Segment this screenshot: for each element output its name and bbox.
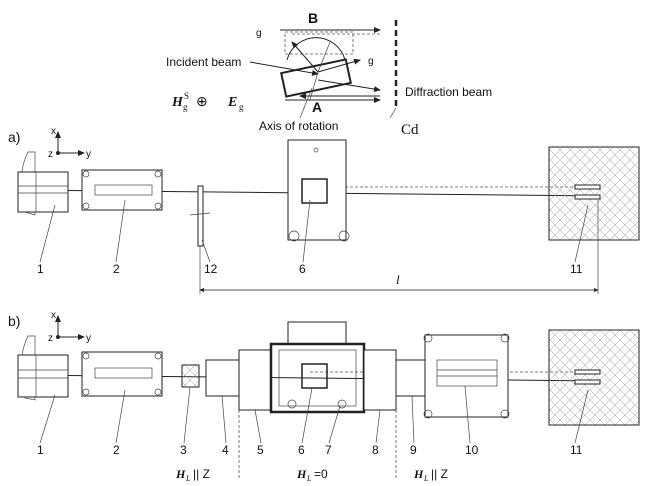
- num-2-a: 2: [113, 262, 120, 276]
- num-12-a: 12: [204, 262, 218, 276]
- inset-diagram: B A g g Incident beam Diffraction beam A…: [166, 10, 492, 138]
- axis-of-rotation-label: Axis of rotation: [259, 119, 338, 133]
- cd-label: Cd: [401, 122, 419, 138]
- num-11-a: 11: [570, 262, 583, 276]
- num-3-b: 3: [180, 443, 187, 457]
- component-5-b: [238, 349, 272, 411]
- axis-y-label-b: y: [86, 333, 91, 344]
- length-label: l: [396, 272, 400, 287]
- component-2-b: [81, 351, 163, 397]
- detector-tube-top-b: [574, 369, 601, 375]
- detector-tube-bottom-a: [574, 194, 601, 200]
- field-mid-sub: L: [306, 474, 312, 483]
- label-g-right: g: [368, 56, 374, 67]
- source-1-b: [17, 354, 69, 398]
- axis-z-label-b: z: [48, 333, 53, 344]
- diffraction-beam-line: [317, 79, 381, 93]
- detector-tube-bottom-b: [574, 379, 601, 385]
- label-a: A: [312, 99, 322, 115]
- h-symbol: H: [171, 95, 184, 110]
- circle-plus-symbol: ⊕: [196, 95, 208, 110]
- axis-z-dot: [56, 151, 60, 155]
- e-subscript: g: [239, 102, 244, 112]
- panel-a-tag: a): [8, 129, 20, 145]
- goniometer-top-b: [287, 321, 347, 345]
- component-3-b: [181, 364, 200, 388]
- num-9-b: 9: [410, 443, 417, 457]
- num-1-a: 1: [37, 262, 44, 276]
- goniometer-6-a: [287, 139, 347, 241]
- label-g-left: g: [256, 28, 262, 39]
- num-10-b: 10: [465, 443, 479, 457]
- component-9-b: [395, 359, 430, 397]
- rotation-axis-line: [309, 71, 319, 101]
- axis-y-label: y: [86, 149, 91, 160]
- component-2-a: [81, 169, 163, 211]
- num-6-b: 6: [298, 443, 305, 457]
- axis-z-label: z: [48, 149, 53, 160]
- crystal-6-b: [301, 363, 328, 389]
- incident-beam-line: [249, 61, 319, 76]
- field-left-sub: L: [185, 474, 191, 483]
- field-right-sub: L: [423, 474, 429, 483]
- field-left-rest: || Z: [193, 467, 210, 481]
- detector-tube-top-a: [574, 184, 601, 190]
- axis-leader: [299, 87, 313, 119]
- panel-b-tag: b): [8, 313, 20, 329]
- h-superscript: S: [184, 91, 189, 101]
- num-6-a: 6: [299, 262, 306, 276]
- field-right-h: H: [413, 467, 424, 481]
- axis-z-dot-b: [56, 335, 60, 339]
- crystal-position-b: [284, 31, 354, 55]
- field-mid-rest: =0: [314, 467, 328, 481]
- cd-leader: [389, 107, 397, 119]
- field-right-rest: || Z: [431, 467, 448, 481]
- panel-b: b) x z y: [8, 310, 640, 483]
- component-8-b: [363, 349, 397, 411]
- detector-11-b: [548, 329, 640, 426]
- crystal-6-a: [301, 178, 328, 204]
- panel-a: a) x z y: [8, 126, 640, 294]
- component-4-b: [205, 359, 240, 397]
- axis-x-label: x: [51, 126, 56, 137]
- num-5-b: 5: [257, 443, 264, 457]
- num-11-b: 11: [570, 443, 583, 457]
- rotation-arc: [286, 37, 346, 61]
- num-4-b: 4: [222, 443, 229, 457]
- field-mid-h: H: [296, 467, 307, 481]
- label-b: B: [308, 10, 318, 26]
- g-vector-right: [317, 58, 361, 73]
- num-8-b: 8: [372, 443, 379, 457]
- axis-x-label-b: x: [51, 310, 56, 321]
- source-1-a: [17, 171, 69, 213]
- num-2-b: 2: [113, 443, 120, 457]
- field-left-h: H: [175, 467, 186, 481]
- num-1-b: 1: [37, 443, 44, 457]
- h-subscript: g: [183, 102, 188, 112]
- num-7-b: 7: [325, 443, 332, 457]
- component-12-a: [197, 185, 204, 247]
- e-symbol: E: [227, 95, 237, 110]
- normal-line: [317, 41, 331, 73]
- incident-beam-label: Incident beam: [166, 55, 241, 69]
- g-vector-left: [291, 41, 319, 73]
- detector-11-a: [548, 146, 640, 241]
- diffraction-beam-label: Diffraction beam: [405, 85, 492, 99]
